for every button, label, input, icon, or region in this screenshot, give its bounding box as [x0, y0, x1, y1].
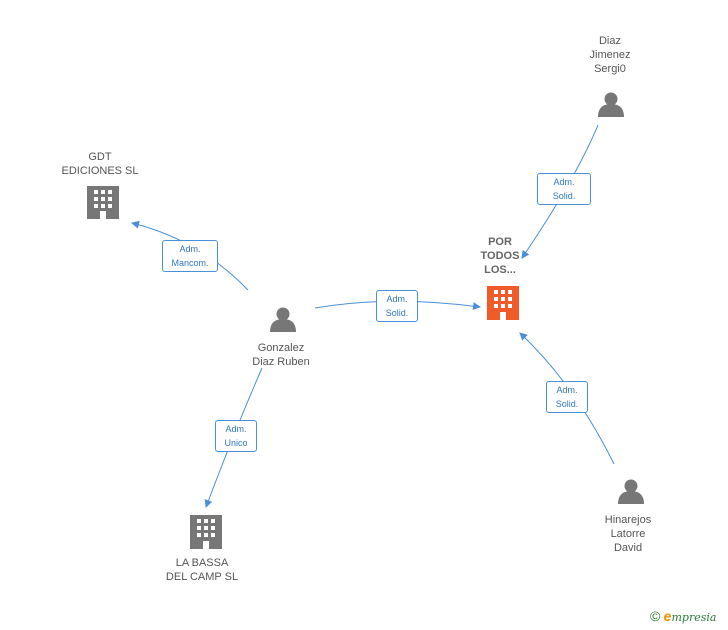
person-icon[interactable]	[270, 307, 296, 333]
node-label-gdt-ediciones[interactable]: GDT EDICIONES SL	[61, 151, 139, 177]
edge-label-gonzalez-to-por-todos[interactable]: Adm. Solid.	[376, 290, 418, 322]
building-icon[interactable]	[190, 515, 222, 549]
person-icon[interactable]	[618, 479, 644, 505]
building-icon[interactable]	[487, 286, 519, 320]
edge-label-gonzalez-to-gdt[interactable]: Adm. Mancom.	[162, 240, 218, 272]
node-label-la-bassa[interactable]: LA BASSA DEL CAMP SL	[165, 557, 239, 583]
brand-logo-text: mpresia	[671, 611, 717, 624]
person-icon[interactable]	[598, 92, 624, 118]
footer-brand[interactable]: © empresia	[650, 608, 728, 630]
node-label-hinarejos[interactable]: Hinarejos Latorre David	[604, 514, 652, 554]
edge-label-hinarejos-to-por-todos[interactable]: Adm. Solid.	[546, 381, 588, 413]
building-icon[interactable]	[87, 186, 119, 219]
brand-logo-initial: e	[663, 608, 672, 624]
node-label-diaz-jimenez[interactable]: Diaz Jimenez Sergi0	[589, 35, 631, 75]
copyright-icon: ©	[650, 608, 661, 624]
edge-label-diaz-to-por-todos[interactable]: Adm. Solid.	[537, 173, 591, 205]
node-label-por-todos[interactable]: POR TODOS LOS...	[480, 236, 520, 276]
node-label-gonzalez-diaz[interactable]: Gonzalez Diaz Ruben	[252, 342, 310, 368]
edge-label-gonzalez-to-la-bassa[interactable]: Adm. Unico	[215, 420, 257, 452]
